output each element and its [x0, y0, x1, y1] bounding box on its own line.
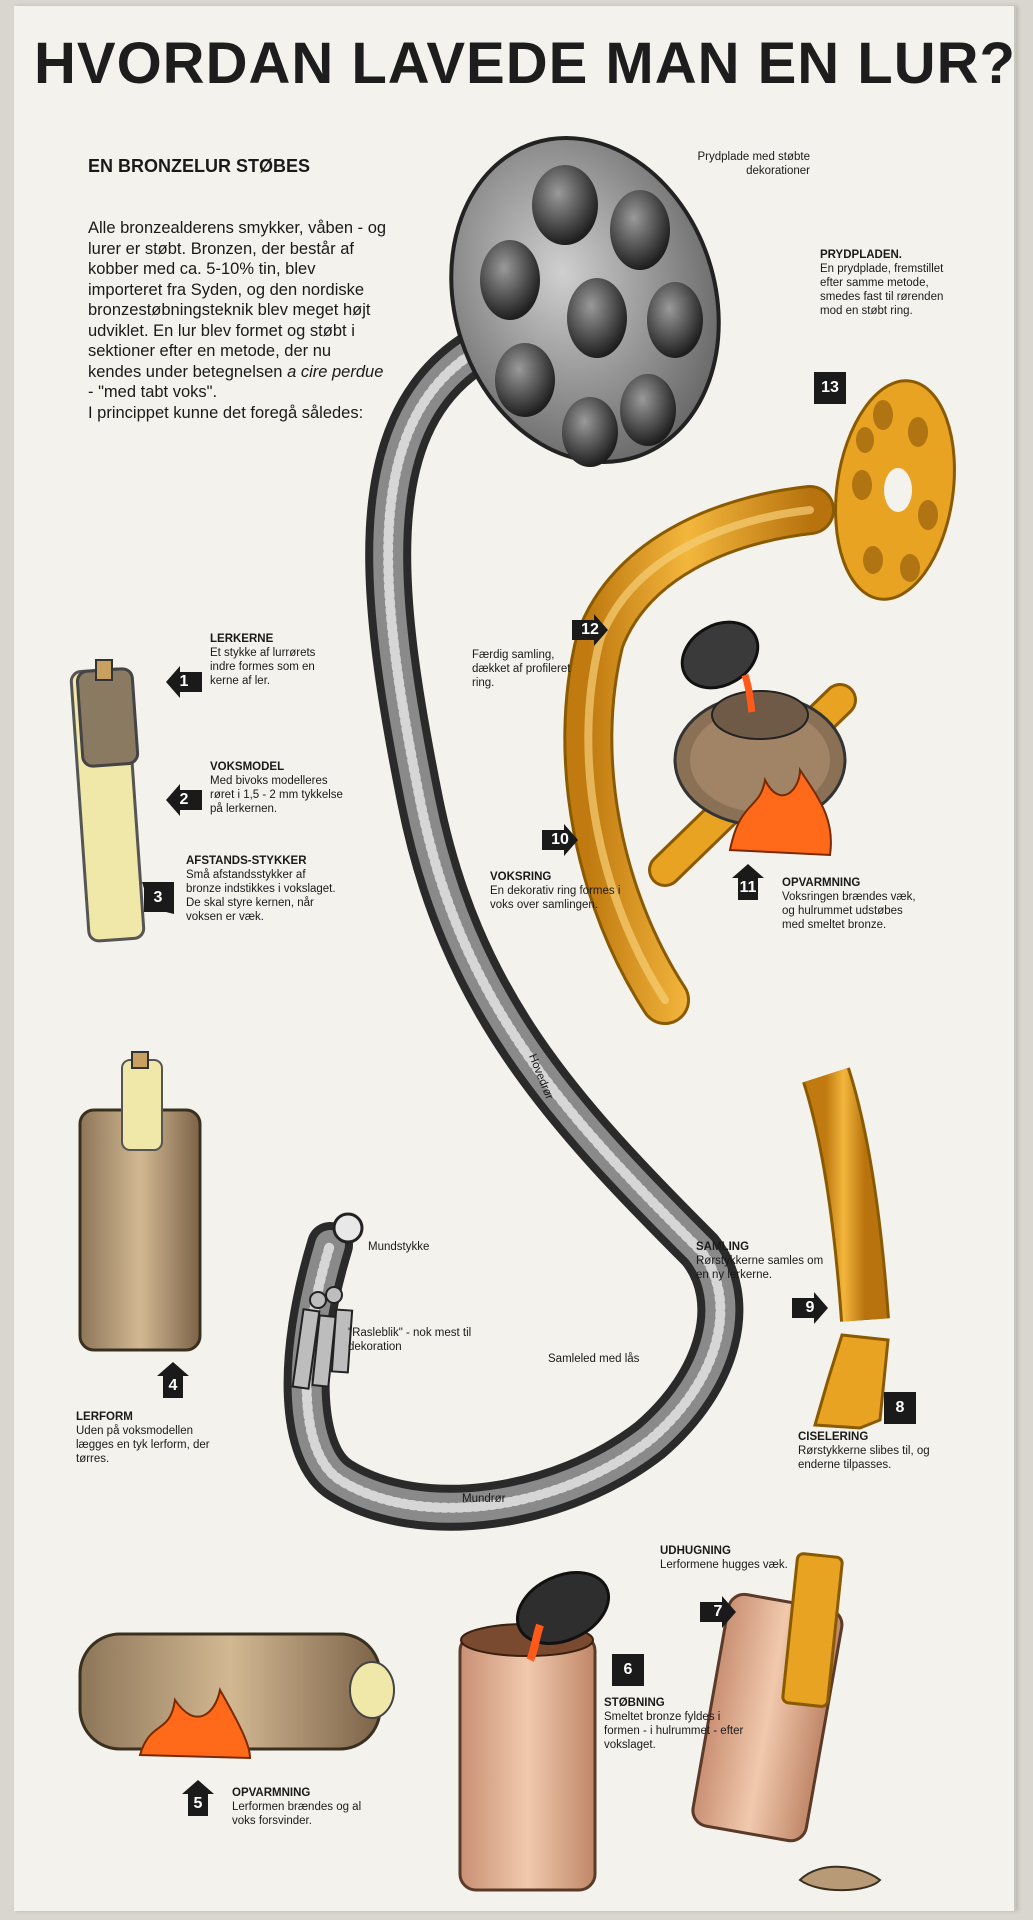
step-12-label: Færdig samling, dækket af profileret rin…	[472, 649, 571, 689]
page-title: HVORDAN LAVEDE MAN EN LUR?	[34, 31, 1016, 96]
label-prydplade: Prydplade med støbte dekorationer	[697, 151, 810, 177]
heating-clay-icon	[78, 1632, 395, 1760]
clay-form-icon	[78, 1051, 202, 1352]
label-rasleblik: "Rasleblik" - nok mest til dekoration	[348, 1327, 472, 1353]
label-mundror: Mundrør	[462, 1493, 506, 1505]
orange-disc-icon	[834, 379, 956, 601]
label-samleled: Samleled med lås	[548, 1353, 640, 1365]
step-13-marker: 13	[812, 370, 848, 406]
crucible-icon	[680, 620, 760, 713]
chiseled-mould-icon	[691, 1552, 882, 1892]
pouring-mould-icon	[458, 1571, 611, 1892]
step-6-marker: 6	[610, 1652, 646, 1688]
decorated-disc-icon	[449, 136, 721, 467]
step-12-marker: 12	[572, 612, 608, 648]
step-4-marker: 4	[155, 1362, 191, 1398]
lur-main-tube	[283, 332, 744, 1531]
mouthpiece-icon	[332, 1212, 364, 1244]
tube-lower-section-icon	[813, 1333, 890, 1430]
step-7-marker: 7	[700, 1594, 736, 1630]
step-9-marker: 9	[792, 1290, 828, 1326]
intro-text-c: I princippet kunne det foregå således:	[88, 403, 364, 422]
step-8-marker: 8	[882, 1390, 918, 1426]
intro-paragraph: Alle bronzealderens smykker, våben - og …	[88, 218, 388, 423]
wax-core-icon	[69, 659, 146, 943]
intro-text-italic: a cire perdue	[287, 362, 384, 381]
intro-text-a: Alle bronzealderens smykker, våben - og …	[88, 219, 387, 381]
step-2-marker: 2	[166, 782, 202, 818]
step-13-label: PRYDPLADEN.En prydplade, fremstillet eft…	[820, 249, 944, 317]
flame-icon	[728, 766, 832, 857]
rattle-plates-icon	[291, 1286, 354, 1390]
orange-tube-sections	[802, 1067, 890, 1322]
label-mundstykke: Mundstykke	[368, 1241, 430, 1253]
step-5-marker: 5	[180, 1780, 216, 1816]
step-3-marker: 3	[140, 880, 176, 916]
step-11-marker: 11	[730, 864, 766, 900]
step-10-marker: 10	[542, 822, 578, 858]
step-1-marker: 1	[166, 664, 202, 700]
section-subtitle: EN BRONZELUR STØBES	[88, 156, 311, 176]
intro-text-b: - "med tabt voks".	[88, 383, 218, 401]
